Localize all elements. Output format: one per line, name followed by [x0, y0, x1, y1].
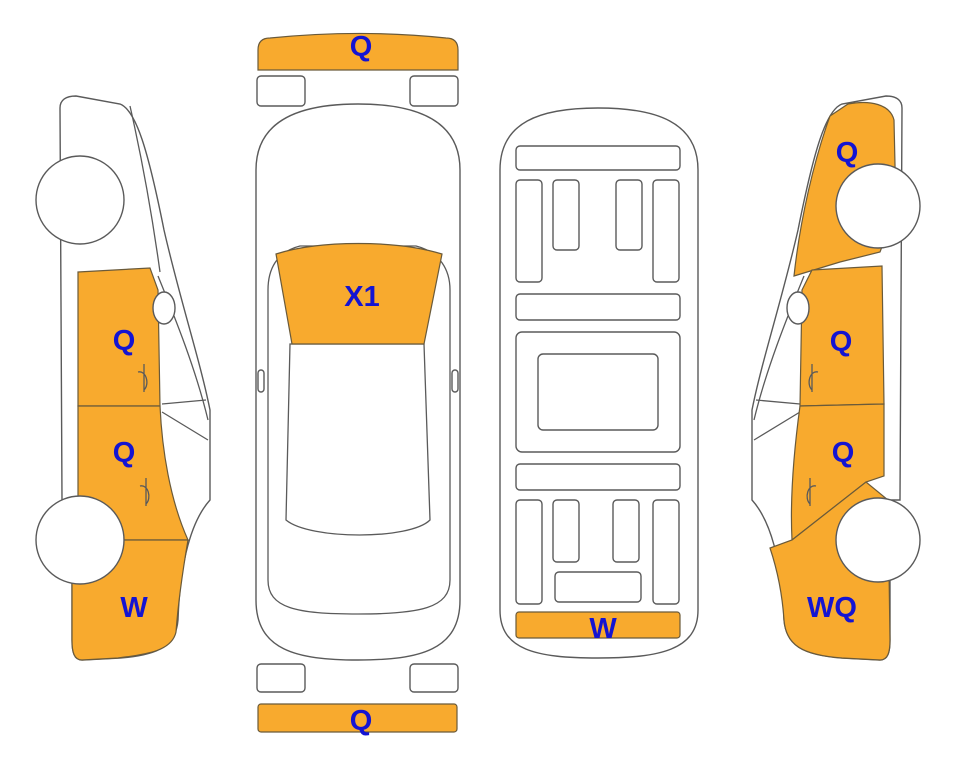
rear-left-tire	[256, 663, 306, 693]
left-rear-door-handle	[139, 478, 150, 506]
right-mirror-line	[753, 399, 801, 441]
underbody-crossmember-rear	[515, 463, 681, 491]
underbody-tank	[554, 571, 642, 603]
underbody-rear-bar-panel	[515, 611, 681, 639]
right-rear-quarter-mark: Q	[836, 137, 859, 169]
left-mirror	[152, 291, 176, 325]
left-rear-quarter-mark: W	[120, 592, 148, 624]
left-front-door-handle	[137, 364, 148, 392]
windshield-mark: X1	[344, 281, 379, 313]
left-mirror-line	[161, 399, 209, 441]
left-rear-wheel	[35, 495, 125, 585]
left-front-wheel	[35, 155, 125, 245]
right-rear-wheel	[835, 163, 921, 249]
roof-outline	[285, 343, 431, 536]
underbody-front-left-mount	[552, 179, 580, 251]
underbody-floor-center	[537, 353, 659, 431]
top-left-mirror	[257, 369, 265, 393]
underbody-rear-mark: W	[589, 613, 617, 645]
underbody-front-left-rail	[515, 179, 543, 283]
top-body-outline	[255, 103, 461, 661]
right-mirror	[786, 291, 810, 325]
underbody-rear-left-mount	[552, 499, 580, 563]
underbody-front-right-rail	[652, 179, 680, 283]
underbody-view	[499, 107, 699, 659]
right-rear-door-handle	[808, 364, 819, 392]
underbody-crossmember-front	[515, 293, 681, 321]
left-side-view	[35, 95, 211, 661]
front-left-tire	[256, 75, 306, 107]
left-front-door-mark: Q	[113, 325, 136, 357]
rear-bumper-panel	[257, 703, 458, 733]
rear-bumper-mark: Q	[350, 705, 373, 737]
underbody-front-right-mount	[615, 179, 643, 251]
left-rear-door-mark: Q	[113, 437, 136, 469]
damage-labels: Q X1 Q Q Q W W Q Q Q WQ	[113, 31, 859, 737]
rear-right-tire	[409, 663, 459, 693]
underbody-front-bar	[515, 145, 681, 171]
right-front-door-handle	[806, 478, 817, 506]
top-view	[255, 32, 461, 733]
right-side-view	[751, 95, 921, 661]
front-right-tire	[409, 75, 459, 107]
left-roof-line	[129, 105, 161, 273]
underbody-rear-left-rail	[515, 499, 543, 605]
underbody-rear-right-rail	[652, 499, 680, 605]
top-right-mirror	[451, 369, 459, 393]
front-bumper-mark: Q	[350, 31, 373, 63]
windshield-panel	[275, 242, 443, 345]
right-front-wheel	[835, 497, 921, 583]
front-bumper-panel	[257, 32, 459, 71]
right-rear-door-mark: Q	[830, 326, 853, 358]
underbody-rear-right-mount	[612, 499, 640, 563]
right-front-quarter-mark: WQ	[807, 592, 857, 624]
right-front-door-mark: Q	[832, 437, 855, 469]
